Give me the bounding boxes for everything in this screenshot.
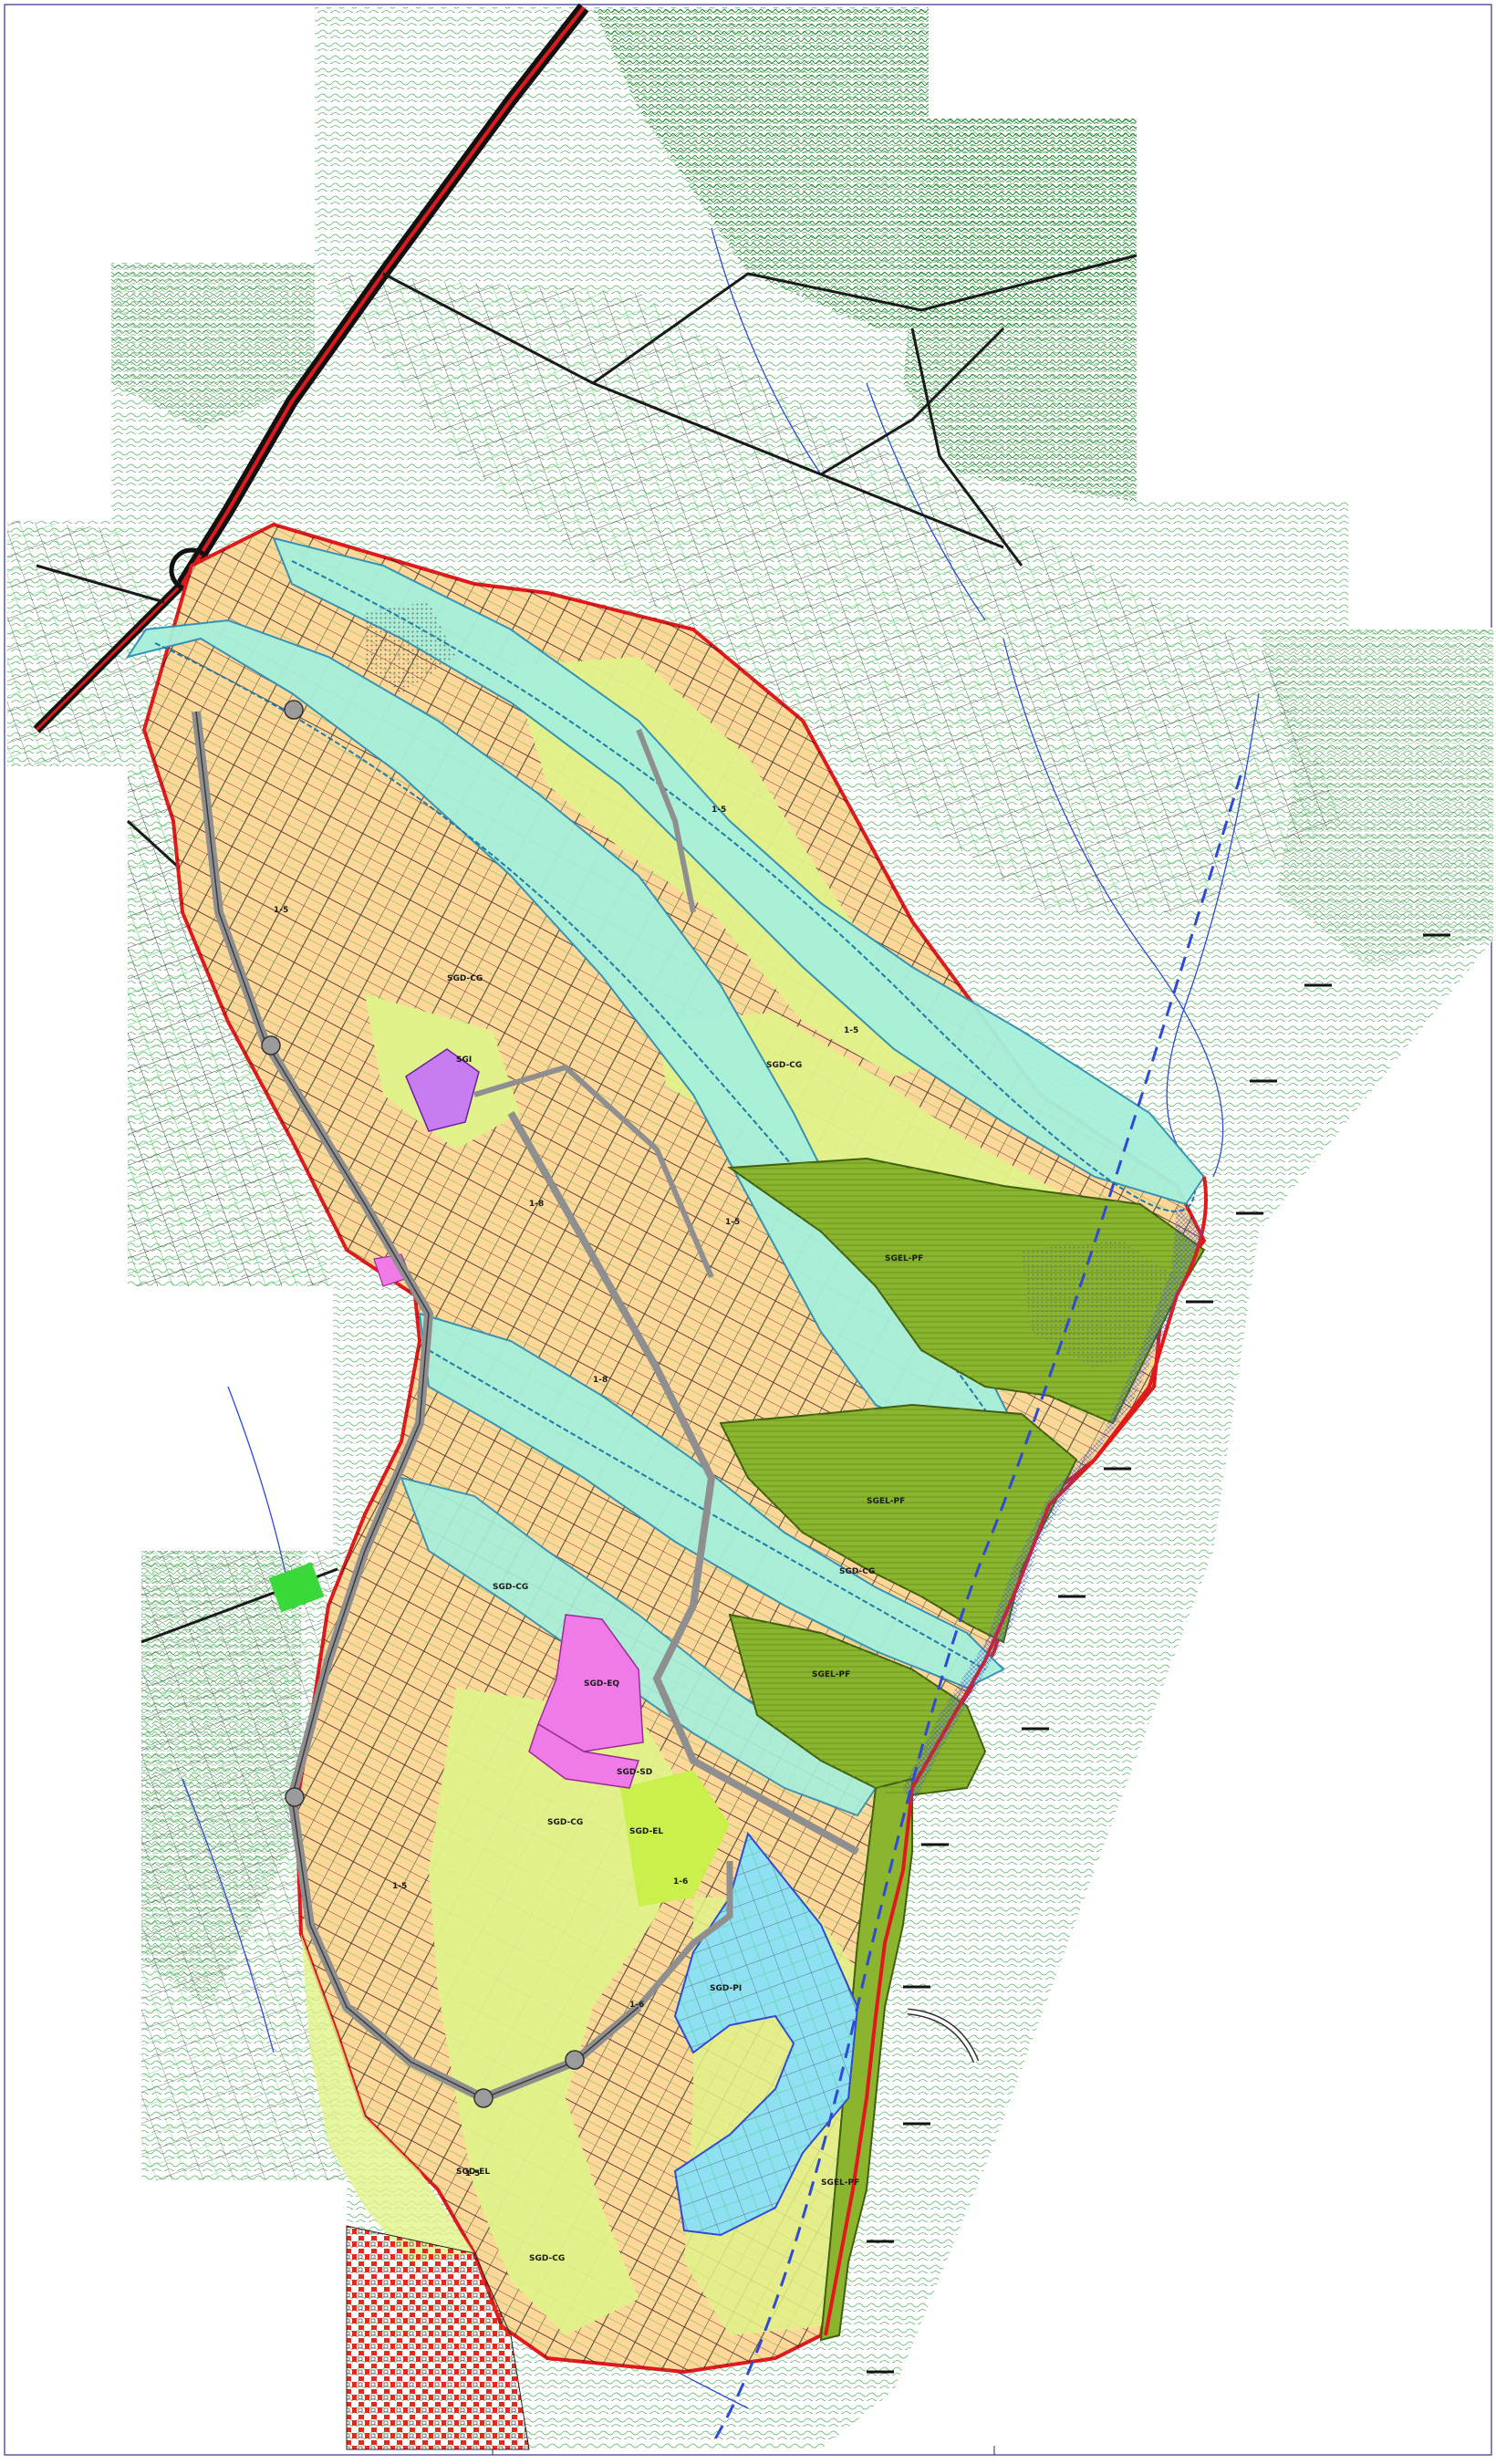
- label-sgd-cg-1: SGD-CG: [447, 974, 483, 983]
- port-grid: [675, 1834, 857, 2235]
- roundabout-5[interactable]: [284, 700, 304, 720]
- inner-road-4[interactable]: [636, 728, 696, 913]
- urban-area[interactable]: [346, 2225, 530, 2450]
- coastal-wetland: [903, 1204, 1204, 1806]
- ring-road-edge: [195, 711, 639, 2099]
- label-i5-3: 1-5: [725, 1218, 740, 1227]
- label-sgd-eq: SGD-EQ: [584, 1679, 619, 1689]
- fields-south-west: [141, 1551, 347, 2180]
- inner-road[interactable]: [507, 1111, 859, 1856]
- roundabout-3[interactable]: [473, 2088, 493, 2108]
- zone-green-south[interactable]: [620, 1770, 730, 1907]
- river-corridor-north[interactable]: [272, 536, 1206, 1206]
- fields-west-2: [7, 520, 164, 766]
- river-channel-north: [291, 560, 1196, 1212]
- label-sgd-cg-2: SGD-CG: [766, 1061, 802, 1070]
- main-drainage-channel: [710, 775, 1242, 2446]
- zone-mixed-west-south[interactable]: [301, 1934, 474, 2262]
- river-corridor-south[interactable]: [400, 1476, 878, 1817]
- label-sgel-pf-3: SGEL-PF: [812, 1670, 850, 1679]
- river-channel-middle: [428, 1349, 986, 1670]
- streams: [182, 227, 1260, 2409]
- zone-industrial-violet[interactable]: [405, 1048, 480, 1132]
- label-i5-6: 1-5: [274, 906, 288, 915]
- label-i5-1: 1-5: [712, 806, 726, 815]
- label-sgd-cg-3: SGD-CG: [839, 1567, 875, 1576]
- roundabout-2[interactable]: [285, 1787, 305, 1807]
- zone-labels: SGD-CG SGD-CG SGD-CG SGD-CG SGD-CG SGD-C…: [274, 806, 923, 2263]
- zone-industrial-pink[interactable]: [537, 1614, 644, 1752]
- label-i5-4: 1-5: [392, 1882, 407, 1891]
- label-sgd-pi: SGD-PI: [710, 1984, 742, 1993]
- mountain-north-east: [903, 117, 1137, 502]
- roundabout-1[interactable]: [261, 1035, 281, 1055]
- label-i6-1: 1-6: [673, 1877, 688, 1887]
- label-i5-5: 1-5: [465, 2169, 480, 2178]
- label-i8-1: 1-8: [529, 1200, 544, 1209]
- regional-roads: [36, 254, 1138, 1644]
- label-sgd-cg-4: SGD-CG: [493, 1583, 528, 1592]
- label-i8-2: 1-8: [593, 1376, 608, 1385]
- label-sgel-pf-4: SGEL-PF: [821, 2178, 859, 2188]
- river-corridor-main[interactable]: [125, 619, 1014, 1443]
- label-sgel-pf-1: SGEL-PF: [885, 1254, 923, 1263]
- label-sgd-cg-6: SGD-CG: [529, 2254, 565, 2263]
- label-sgi: SGI: [456, 1055, 472, 1065]
- label-i6-2: 1-6: [629, 2001, 644, 2010]
- label-sgd-el: SGD-EL: [629, 1827, 663, 1836]
- zone-mixed-south[interactable]: [429, 1688, 693, 2335]
- hills-west: [111, 263, 315, 429]
- roundabout-4[interactable]: [565, 2050, 585, 2070]
- coastal-hills: [1259, 629, 1493, 967]
- label-sgd-sd: SGD-SD: [617, 1768, 652, 1777]
- label-i5-2: 1-5: [844, 1026, 858, 1035]
- motorway: [33, 3, 589, 733]
- forest-dotted-area: [1022, 1241, 1177, 1368]
- inner-road-3[interactable]: [473, 1064, 714, 1279]
- hill-dotted-area: [365, 602, 456, 693]
- port-breakwater-fill: [907, 2010, 978, 2063]
- plan-area[interactable]: [125, 522, 1242, 2446]
- label-sgd-el-2: SGD-EL: [456, 2168, 490, 2177]
- label-sgel-pf-2: SGEL-PF: [867, 1497, 905, 1506]
- zone-green-west[interactable]: [268, 1562, 325, 1613]
- inner-road-2[interactable]: [636, 1861, 733, 2010]
- label-sgd-cg-5: SGD-CG: [547, 1818, 583, 1827]
- fields-north: [319, 274, 1341, 912]
- coastal-markers: [867, 933, 1450, 2374]
- zone-industrial-pink-2[interactable]: [528, 1722, 639, 1789]
